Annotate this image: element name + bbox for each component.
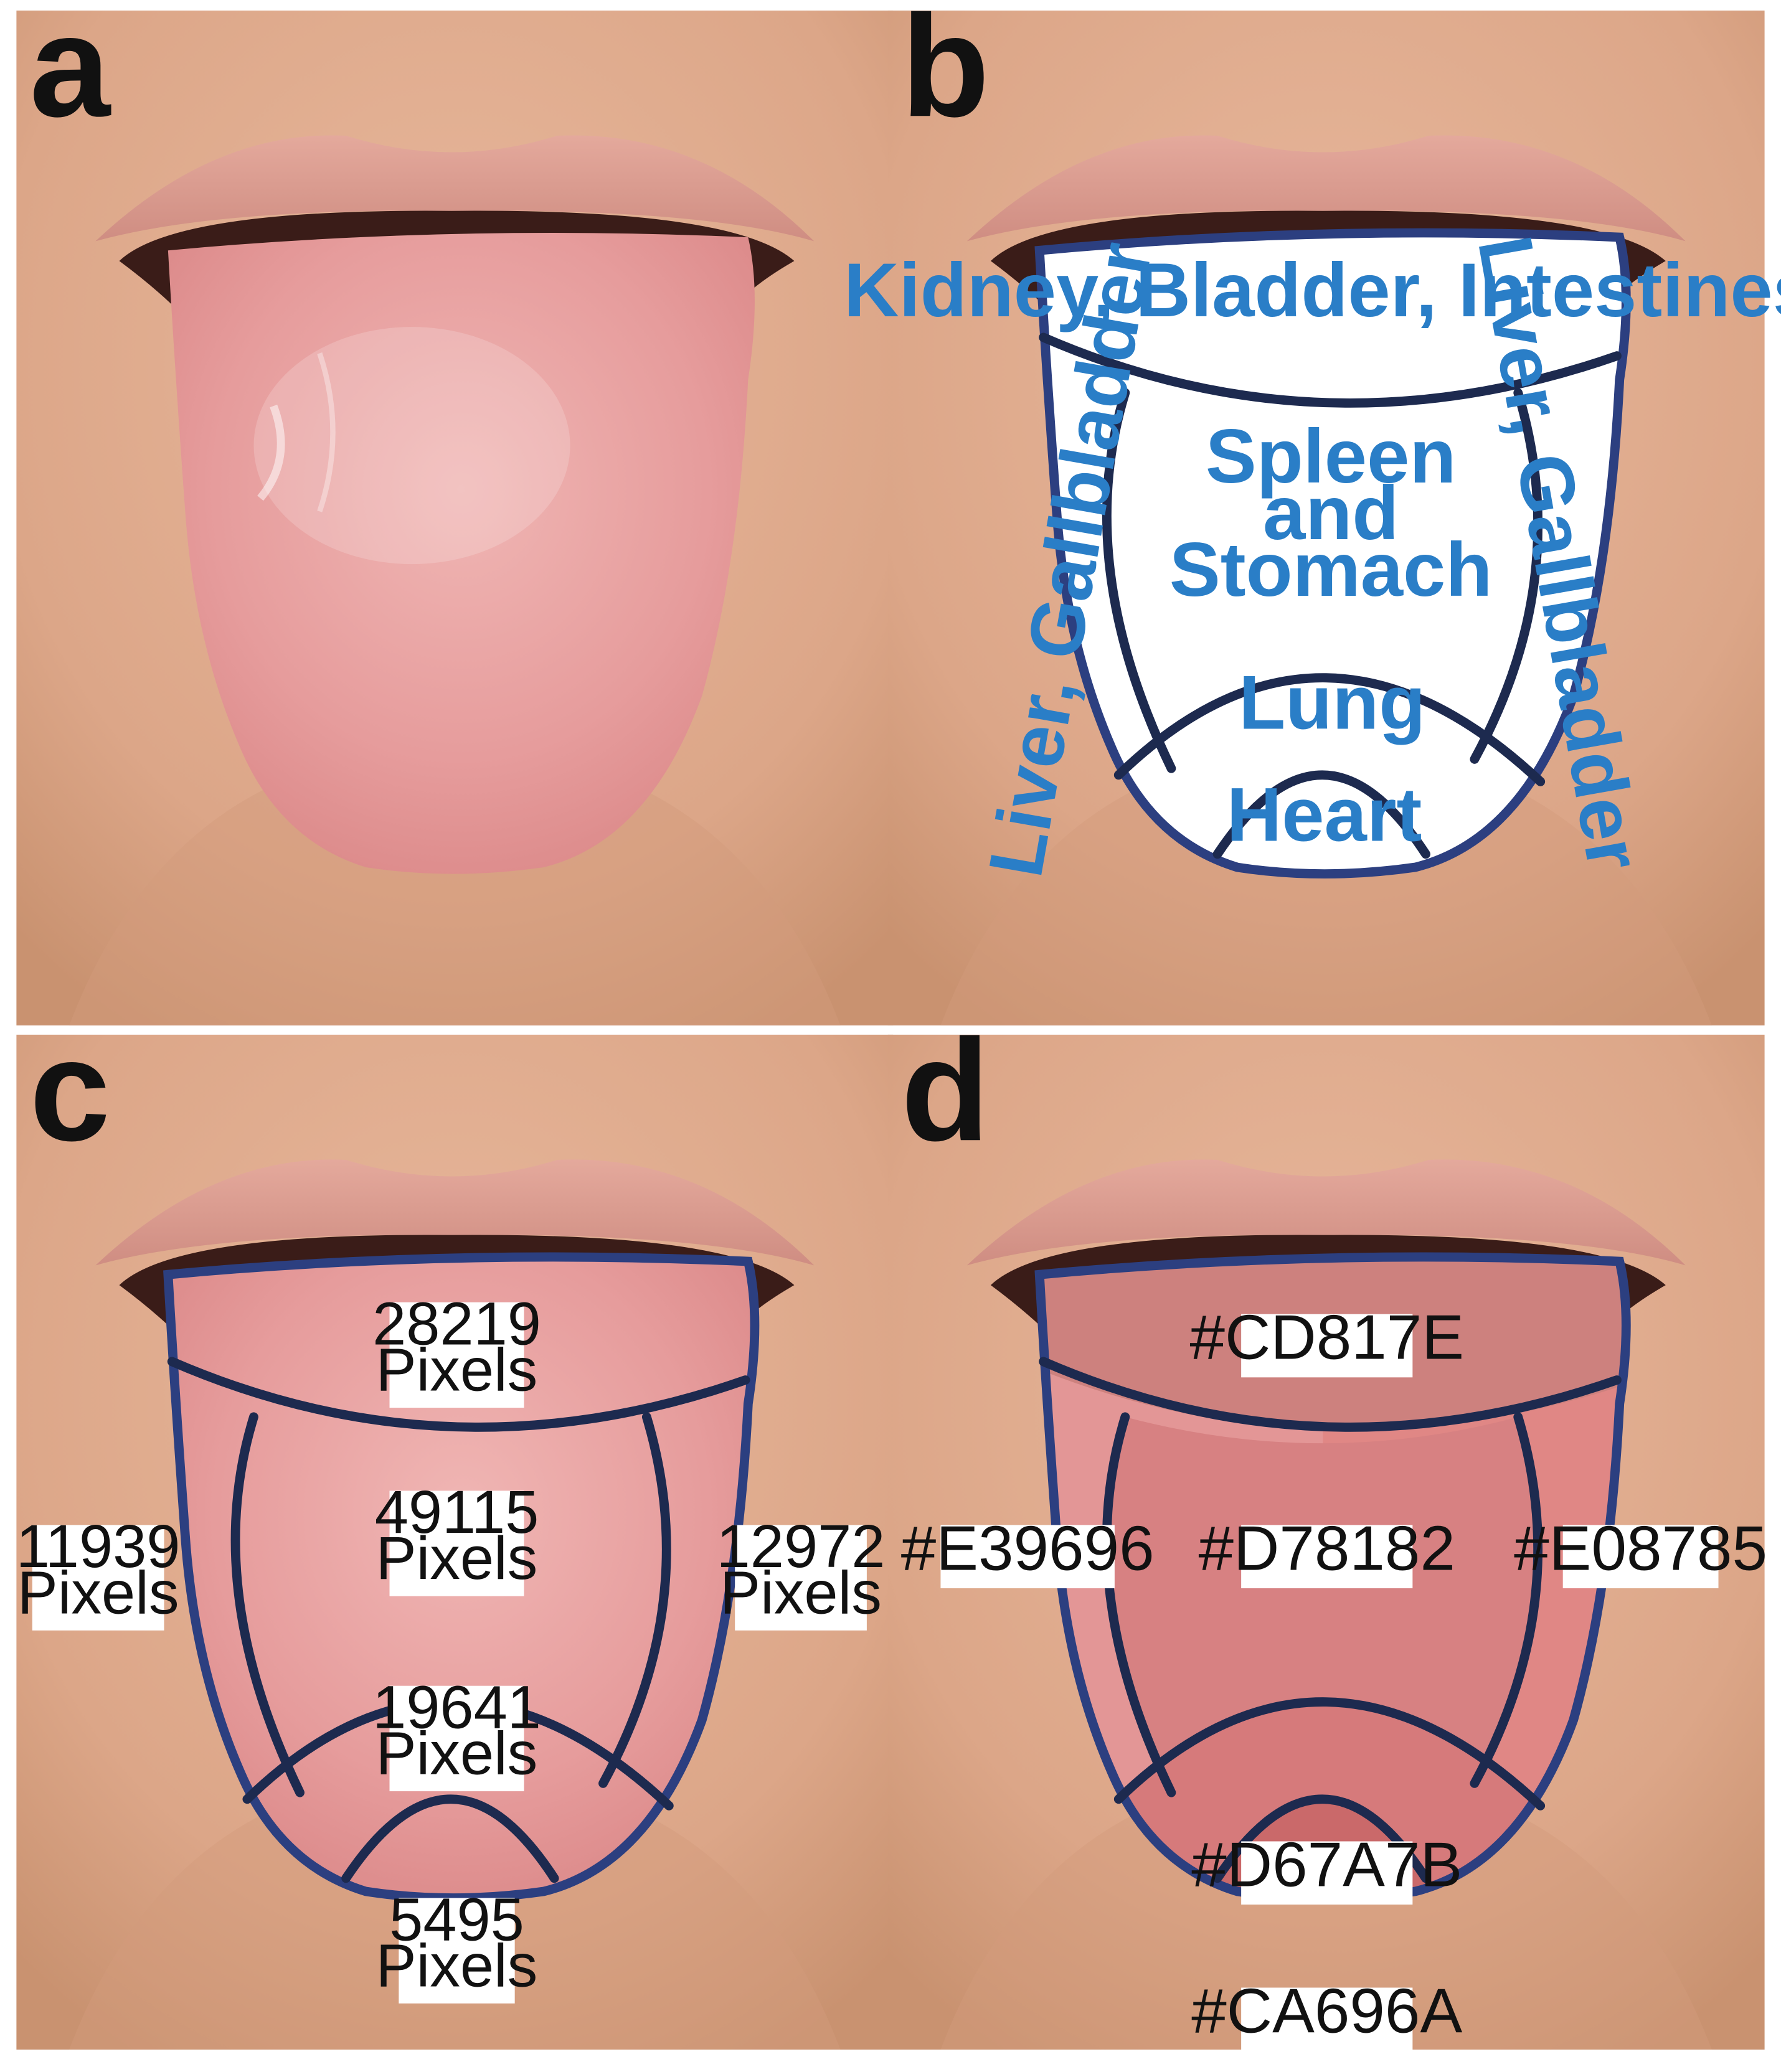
pixel-value-liver-left: 11939 <box>16 1512 181 1580</box>
panel-letter-a: a <box>30 0 111 147</box>
pixel-unit-lung: Pixels <box>376 1720 538 1787</box>
pixel-unit-heart: Pixels <box>376 1931 538 1999</box>
pixel-count-liver-right: 12972 Pixels <box>717 1512 886 1631</box>
pixel-value-lung: 19641 <box>372 1673 541 1741</box>
pixel-value-spleen: 49115 <box>375 1478 539 1546</box>
pixel-count-kidney: 28219 Pixels <box>372 1289 541 1408</box>
pixel-value-heart: 5495 <box>389 1885 524 1953</box>
hex-label-liver-right: #E08785 <box>1514 1512 1767 1589</box>
hex-label-kidney: #CD817E <box>1189 1302 1464 1378</box>
panel-d: #CD817E #D78182 #E39696 #E08785 #D67A7B … <box>887 1009 1767 2051</box>
panel-a: a <box>16 0 894 1026</box>
zone-label-spleen-line1: Spleen <box>1206 414 1457 499</box>
panel-letter-c: c <box>30 1009 111 1171</box>
pixel-count-heart: 5495 Pixels <box>376 1885 538 2004</box>
hex-label-spleen: #D78182 <box>1199 1512 1455 1589</box>
zone-fill-spleen <box>1107 1416 1538 1793</box>
zone-label-heart: Heart <box>1227 773 1422 858</box>
hex-label-heart: #CA696A <box>1191 1975 1462 2051</box>
panel-c: 28219 Pixels 49115 Pixels 11939 Pixels 1… <box>16 1009 894 2050</box>
zone-label-lung: Lung <box>1239 661 1425 746</box>
pixel-unit-liver-right: Pixels <box>720 1558 882 1626</box>
hex-value-liver-left: #E39696 <box>901 1512 1155 1583</box>
hex-value-kidney: #CD817E <box>1189 1302 1464 1373</box>
hex-value-liver-right: #E08785 <box>1514 1512 1767 1583</box>
pixel-count-liver-left: 11939 Pixels <box>16 1512 181 1631</box>
panel-letter-d: d <box>901 1009 990 1171</box>
pixel-value-liver-right: 12972 <box>717 1512 886 1580</box>
hex-value-spleen: #D78182 <box>1199 1512 1455 1583</box>
pixel-count-spleen: 49115 Pixels <box>375 1478 539 1596</box>
hex-value-lung: #D67A7B <box>1191 1829 1462 1900</box>
zone-label-kidney: Kidney, Bladder, Intestines <box>844 248 1781 333</box>
zone-label-spleen-line2: and <box>1263 471 1399 556</box>
pixel-unit-liver-left: Pixels <box>17 1558 179 1626</box>
hex-value-heart: #CA696A <box>1191 1975 1462 2046</box>
panel-letter-b: b <box>901 0 990 147</box>
pixel-count-lung: 19641 Pixels <box>372 1673 541 1792</box>
hex-label-liver-left: #E39696 <box>901 1512 1155 1589</box>
panel-b: Kidney, Bladder, Intestines Liver, Gallb… <box>844 0 1781 1026</box>
pixel-unit-kidney: Pixels <box>376 1335 538 1403</box>
hex-label-lung: #D67A7B <box>1191 1829 1462 1905</box>
pixel-unit-spleen: Pixels <box>376 1524 538 1592</box>
zone-label-spleen-line3: Stomach <box>1169 527 1492 613</box>
pixel-value-kidney: 28219 <box>372 1289 541 1357</box>
